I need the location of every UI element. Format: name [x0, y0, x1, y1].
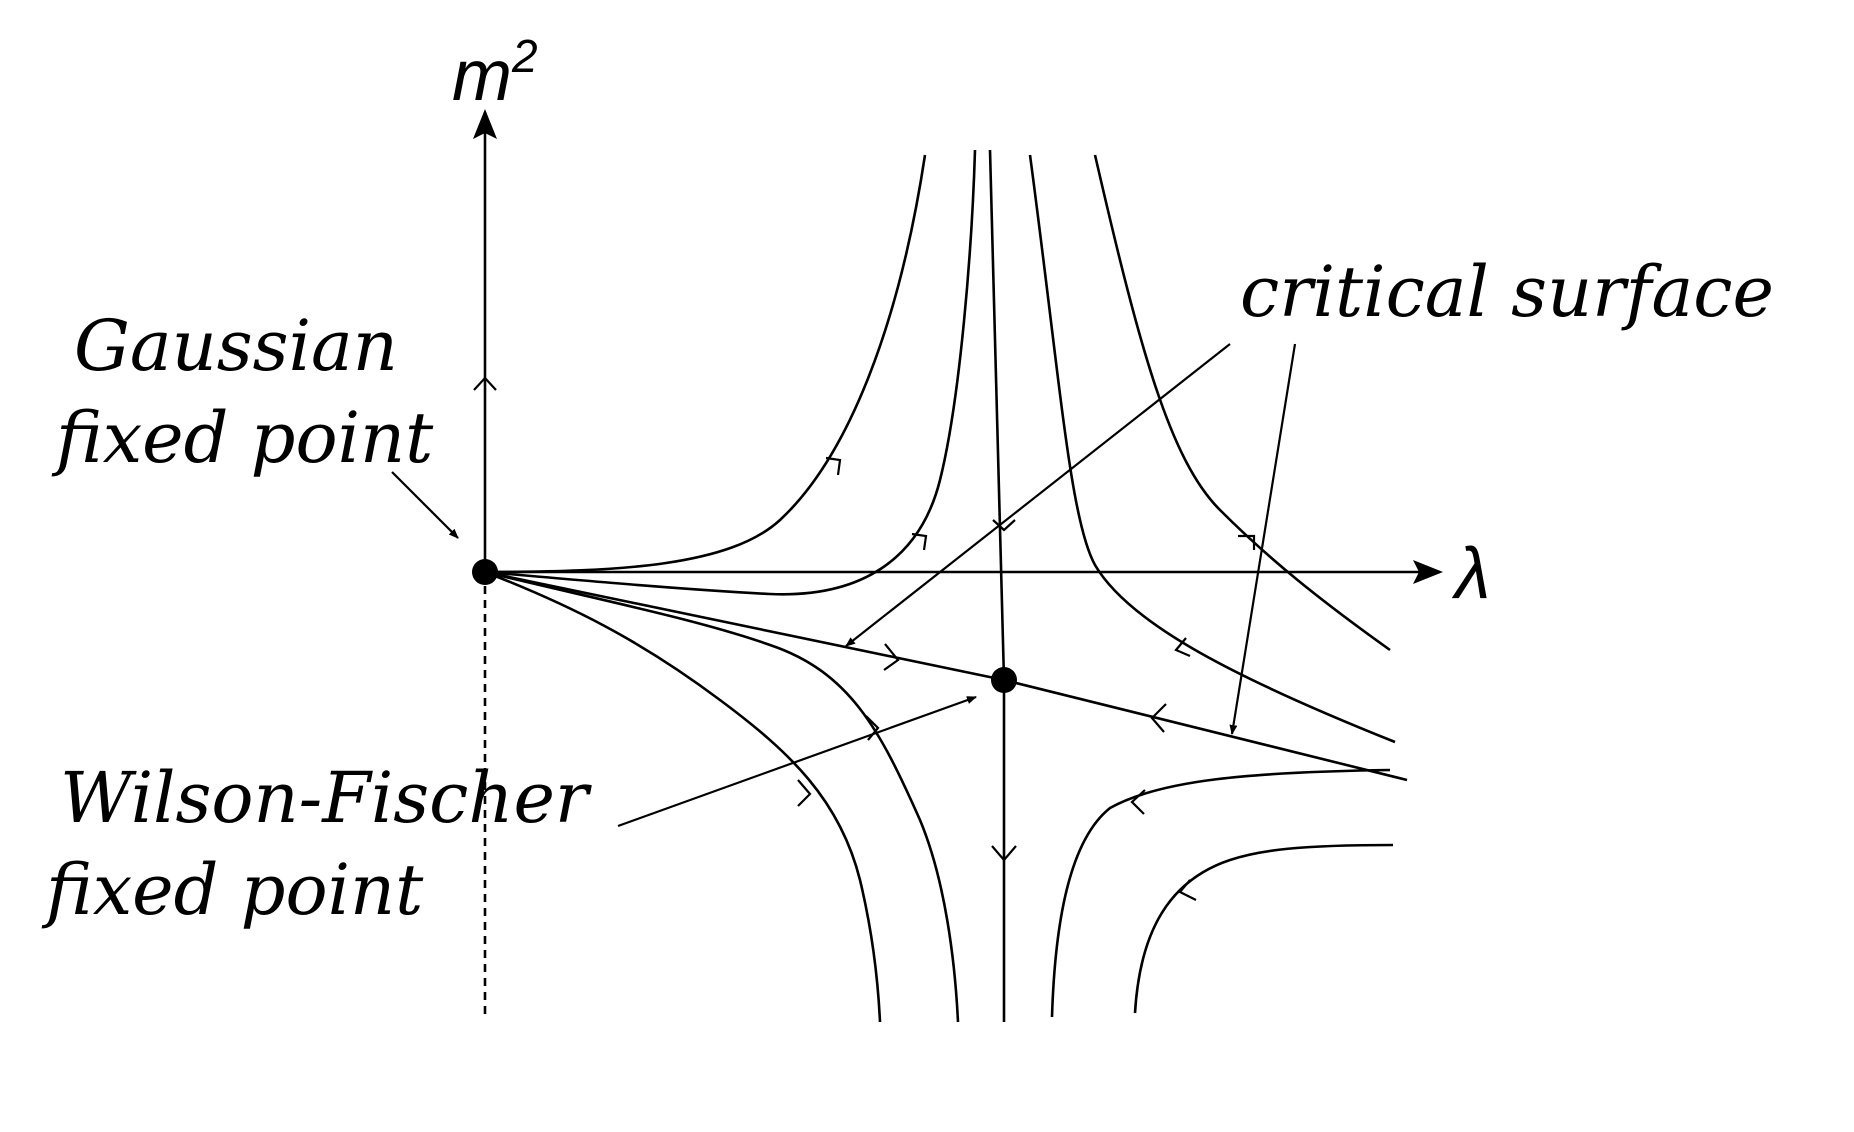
tick-lower-right-1 — [1130, 789, 1146, 815]
tick-vertical-top — [992, 519, 1016, 532]
tick-upper-right-1 — [1174, 637, 1191, 658]
pointer-critical-surface-2 — [1229, 343, 1297, 735]
flow-direction-ticks — [473, 376, 1256, 901]
tick-upper-2 — [911, 532, 928, 551]
fixed-points — [472, 559, 1017, 693]
wilson-fischer-label-line2: fixed point — [41, 849, 424, 931]
m2-axis-label-exponent: 2 — [511, 30, 538, 82]
tick-lower-right-2 — [1178, 879, 1197, 901]
flow-line-lower-1 — [484, 570, 960, 1023]
wilson-fischer-label-line1: Wilson-Fischer — [60, 757, 592, 839]
flow-line-lower-right-2 — [1133, 843, 1394, 1014]
text-labels: Gaussian fixed point Wilson-Fischer fixe… — [41, 251, 1774, 931]
flow-line-lower-2 — [484, 570, 882, 1023]
flow-line-upper-1 — [484, 154, 927, 574]
wilson-fischer-fixed-point-marker — [991, 667, 1017, 693]
tick-vertical-bottom — [991, 845, 1017, 862]
flow-line-upper-right-2 — [1093, 154, 1391, 652]
pointer-gaussian — [391, 471, 459, 539]
pointer-wilson-fischer — [617, 695, 977, 828]
flow-line-upper-right-1 — [1028, 154, 1396, 744]
lambda-axis-label: λ — [1451, 534, 1490, 614]
tick-upper-1 — [825, 456, 842, 476]
tick-lower-2 — [797, 779, 812, 807]
tick-m2-axis — [473, 376, 497, 391]
gaussian-label-line1: Gaussian — [74, 305, 398, 387]
critical-surface-label: critical surface — [1240, 251, 1774, 333]
gaussian-fixed-point-marker — [472, 559, 498, 585]
flow-line-lower-right-1 — [1050, 768, 1391, 1018]
flow-line-upper-2 — [484, 149, 977, 596]
m2-axis-label: m2 — [452, 30, 538, 116]
gaussian-label-line2: fixed point — [51, 397, 434, 479]
critical-surface-line — [484, 570, 1408, 782]
tick-upper-right-2 — [1238, 534, 1256, 550]
tick-critical-left — [883, 643, 900, 671]
flow-line-vertical-wf — [988, 149, 1006, 1022]
pointer-critical-surface-1 — [845, 343, 1231, 647]
tick-lower-1 — [865, 715, 880, 741]
axes: m2 λ — [452, 30, 1490, 1020]
tick-critical-right — [1150, 703, 1167, 733]
annotation-pointers — [391, 343, 1297, 828]
